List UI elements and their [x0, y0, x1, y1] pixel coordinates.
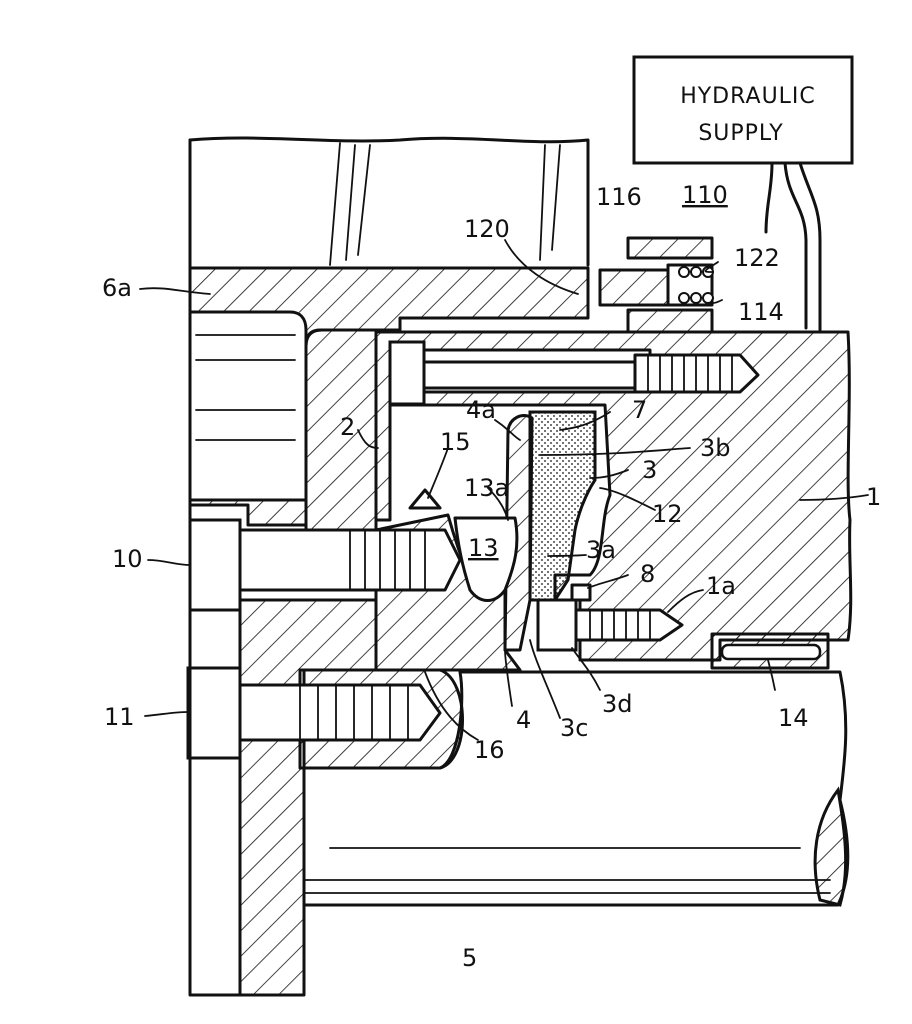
label-14: 14 [778, 704, 809, 732]
label-1: 1 [866, 483, 881, 511]
label-4: 4 [516, 706, 531, 734]
long-bolt-shaft [424, 362, 635, 388]
seal-circle [679, 293, 689, 303]
label-4a: 4a [466, 396, 496, 424]
label-6a: 6a [102, 274, 132, 302]
long-bolt-head [390, 342, 424, 404]
flange-cavity [190, 312, 306, 500]
label-7: 7 [632, 396, 647, 424]
label-110: 110 [682, 181, 728, 209]
label-114: 114 [738, 298, 784, 326]
shaft-5-break [815, 790, 846, 905]
label-10: 10 [112, 545, 143, 573]
label-3d: 3d [602, 690, 633, 718]
upper-housing-break [330, 143, 560, 265]
bolt-1a-head [538, 600, 576, 650]
ring-116 [600, 270, 670, 305]
hydraulic-supply-box [634, 57, 852, 163]
upper-housing [190, 138, 588, 265]
hydraulic-hose [785, 163, 806, 328]
label-13: 13 [468, 534, 499, 562]
member-3 [530, 412, 595, 600]
bolt-1a-thread [576, 610, 682, 640]
seal-circle [691, 267, 701, 277]
shaft-5-inner [304, 848, 830, 893]
label-116: 116 [596, 183, 642, 211]
label-13a: 13a [464, 474, 509, 502]
label-2: 2 [340, 413, 355, 441]
label-12: 12 [652, 500, 683, 528]
supply-box-line2: SUPPLY [698, 121, 783, 146]
seal-8 [572, 585, 590, 600]
label-3a: 3a [586, 536, 616, 564]
hydraulic-hose [766, 163, 772, 232]
bolt-10-head [190, 520, 240, 610]
label-122: 122 [734, 244, 780, 272]
label-11: 11 [104, 703, 135, 731]
plate [240, 600, 376, 995]
ring-upper-122 [628, 238, 712, 258]
seal-15 [410, 490, 440, 508]
ring-lower-114 [628, 310, 712, 332]
hydraulic-hose [800, 163, 820, 330]
bearing-roller [722, 645, 820, 659]
label-120: 120 [464, 215, 510, 243]
label-3b: 3b [700, 434, 731, 462]
label-3: 3 [642, 456, 657, 484]
label-16: 16 [474, 736, 505, 764]
label-3c: 3c [560, 714, 588, 742]
bolt-11-head [188, 668, 240, 758]
supply-box-line1: HYDRAULIC [680, 84, 816, 109]
bolt-11-shaft [240, 685, 440, 740]
label-8: 8 [640, 560, 655, 588]
label-5: 5 [462, 944, 477, 972]
seal-circle [691, 293, 701, 303]
seal-circle [679, 267, 689, 277]
label-15: 15 [440, 428, 471, 456]
label-1a: 1a [706, 572, 736, 600]
